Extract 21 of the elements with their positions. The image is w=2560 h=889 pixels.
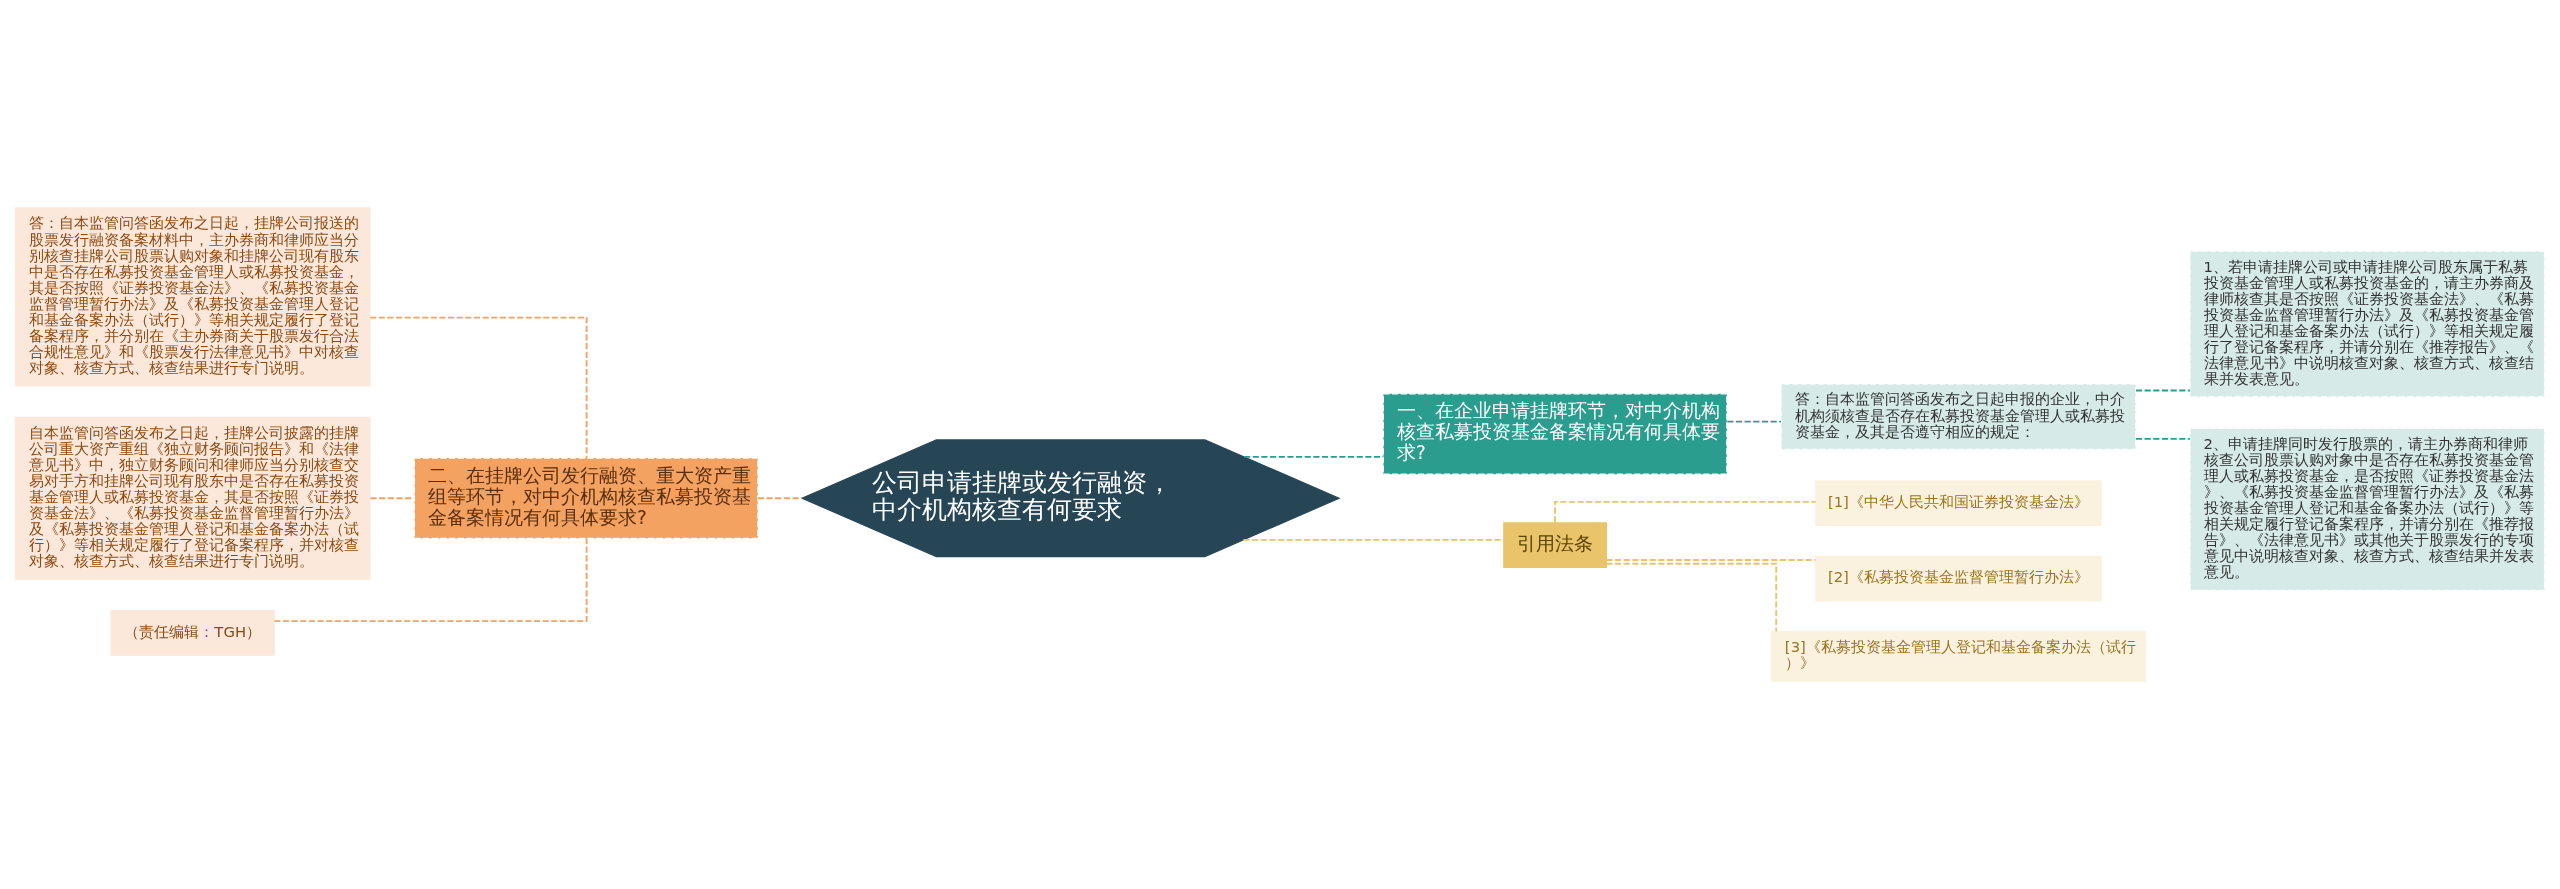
node-box: 答：自本监管问答函发布之日起，挂牌公司报送的股票发行融资备案材料中，主办券商和律师应当分别核查挂牌公司股票认购对象和挂牌公司现有股东中是否存在私募投资基金管理人或私募投资基金，其是否按照《证券投资基金法》、《私募投资基金监督管理暂行办法》及《私募投资基金管理人登记和基金备案办法（试行）》等相关规定履行了登记备案程序，并分别在《主办券商关于股票发行合法合规性意见》和《股票发行法律意见书》中对核查对象、核查方式、核查结果进行专门说明。 bbox=[14, 207, 371, 387]
node-box: 引用法条 bbox=[1503, 522, 1607, 569]
connector bbox=[1605, 559, 1817, 561]
node-box: 答：自本监管问答函发布之日起申报的企业，中介机构须核查是否存在私募投资基金管理人或私募投资基金，及其是否遵守相应的规定： bbox=[1780, 383, 2137, 451]
node-box: 1、若申请挂牌公司或申请挂牌公司股东属于私募投资基金管理人或私募投资基金的，请主办券商及律师核查其是否按照《证券投资基金法》、《私募投资基金监督管理暂行办法》及《私募投资基金管理人登记和基金备案办法（试行）》等相关规定履行了登记备案程序，并请分别在《推荐报告》、《法律意见书》中说明核查对象、核查方式、核查结果并发表意见。 bbox=[2189, 250, 2546, 398]
node-box: [2]《私募投资基金监督管理暂行办法》 bbox=[1815, 555, 2102, 602]
connector bbox=[369, 316, 588, 459]
connector bbox=[1605, 562, 1778, 633]
connector bbox=[2135, 389, 2191, 392]
connector bbox=[757, 497, 804, 500]
node-box: 2、申请挂牌同时发行股票的，请主办券商和律师核查公司股票认购对象中是否存在私募投资基金管理人或私募投资基金，是否按照《证券投资基金法》、《私募投资基金监督管理暂行办法》及《私募投资基金管理人登记和基金备案办法（试行）》等相关规定履行登记备案程序，并请分别在《推荐报告》、《法律意见书》或其他关于股票发行的专项意见中说明核查对象、核查方式、核查结果并发表意见。 bbox=[2189, 427, 2546, 591]
connector bbox=[2135, 438, 2191, 440]
node-box: （责任编辑：TGH） bbox=[110, 610, 275, 656]
connector bbox=[1554, 501, 1817, 524]
node-box: 二、在挂牌公司发行融资、重大资产重组等环节，对中介机构核查私募投资基金备案情况有何具体要求? bbox=[413, 457, 759, 539]
connector bbox=[1726, 420, 1782, 423]
node-box: 一、在企业申请挂牌环节，对中介机构核查私募投资基金备案情况有何具体要求? bbox=[1382, 393, 1728, 475]
node-box: [3]《私募投资基金管理人登记和基金备案办法（试行）》 bbox=[1770, 631, 2147, 682]
connector bbox=[273, 537, 588, 623]
node-box: [1]《中华人民共和国证券投资基金法》 bbox=[1815, 480, 2102, 527]
node-box: 自本监管问答函发布之日起，挂牌公司披露的挂牌公司重大资产重组《独立财务顾问报告》和《法律意见书》中，独立财务顾问和律师应当分别核查交易对手方和挂牌公司现有股东中是否存在私募投资基金管理人或私募投资基金，其是否按照《证券投资基金法》、《私募投资基金监督管理暂行办法》及《私募投资基金管理人登记和基金备案办法（试行）》等相关规定履行了登记备案程序，并对核查对象、核查方式、核查结果进行专门说明。 bbox=[14, 416, 371, 580]
